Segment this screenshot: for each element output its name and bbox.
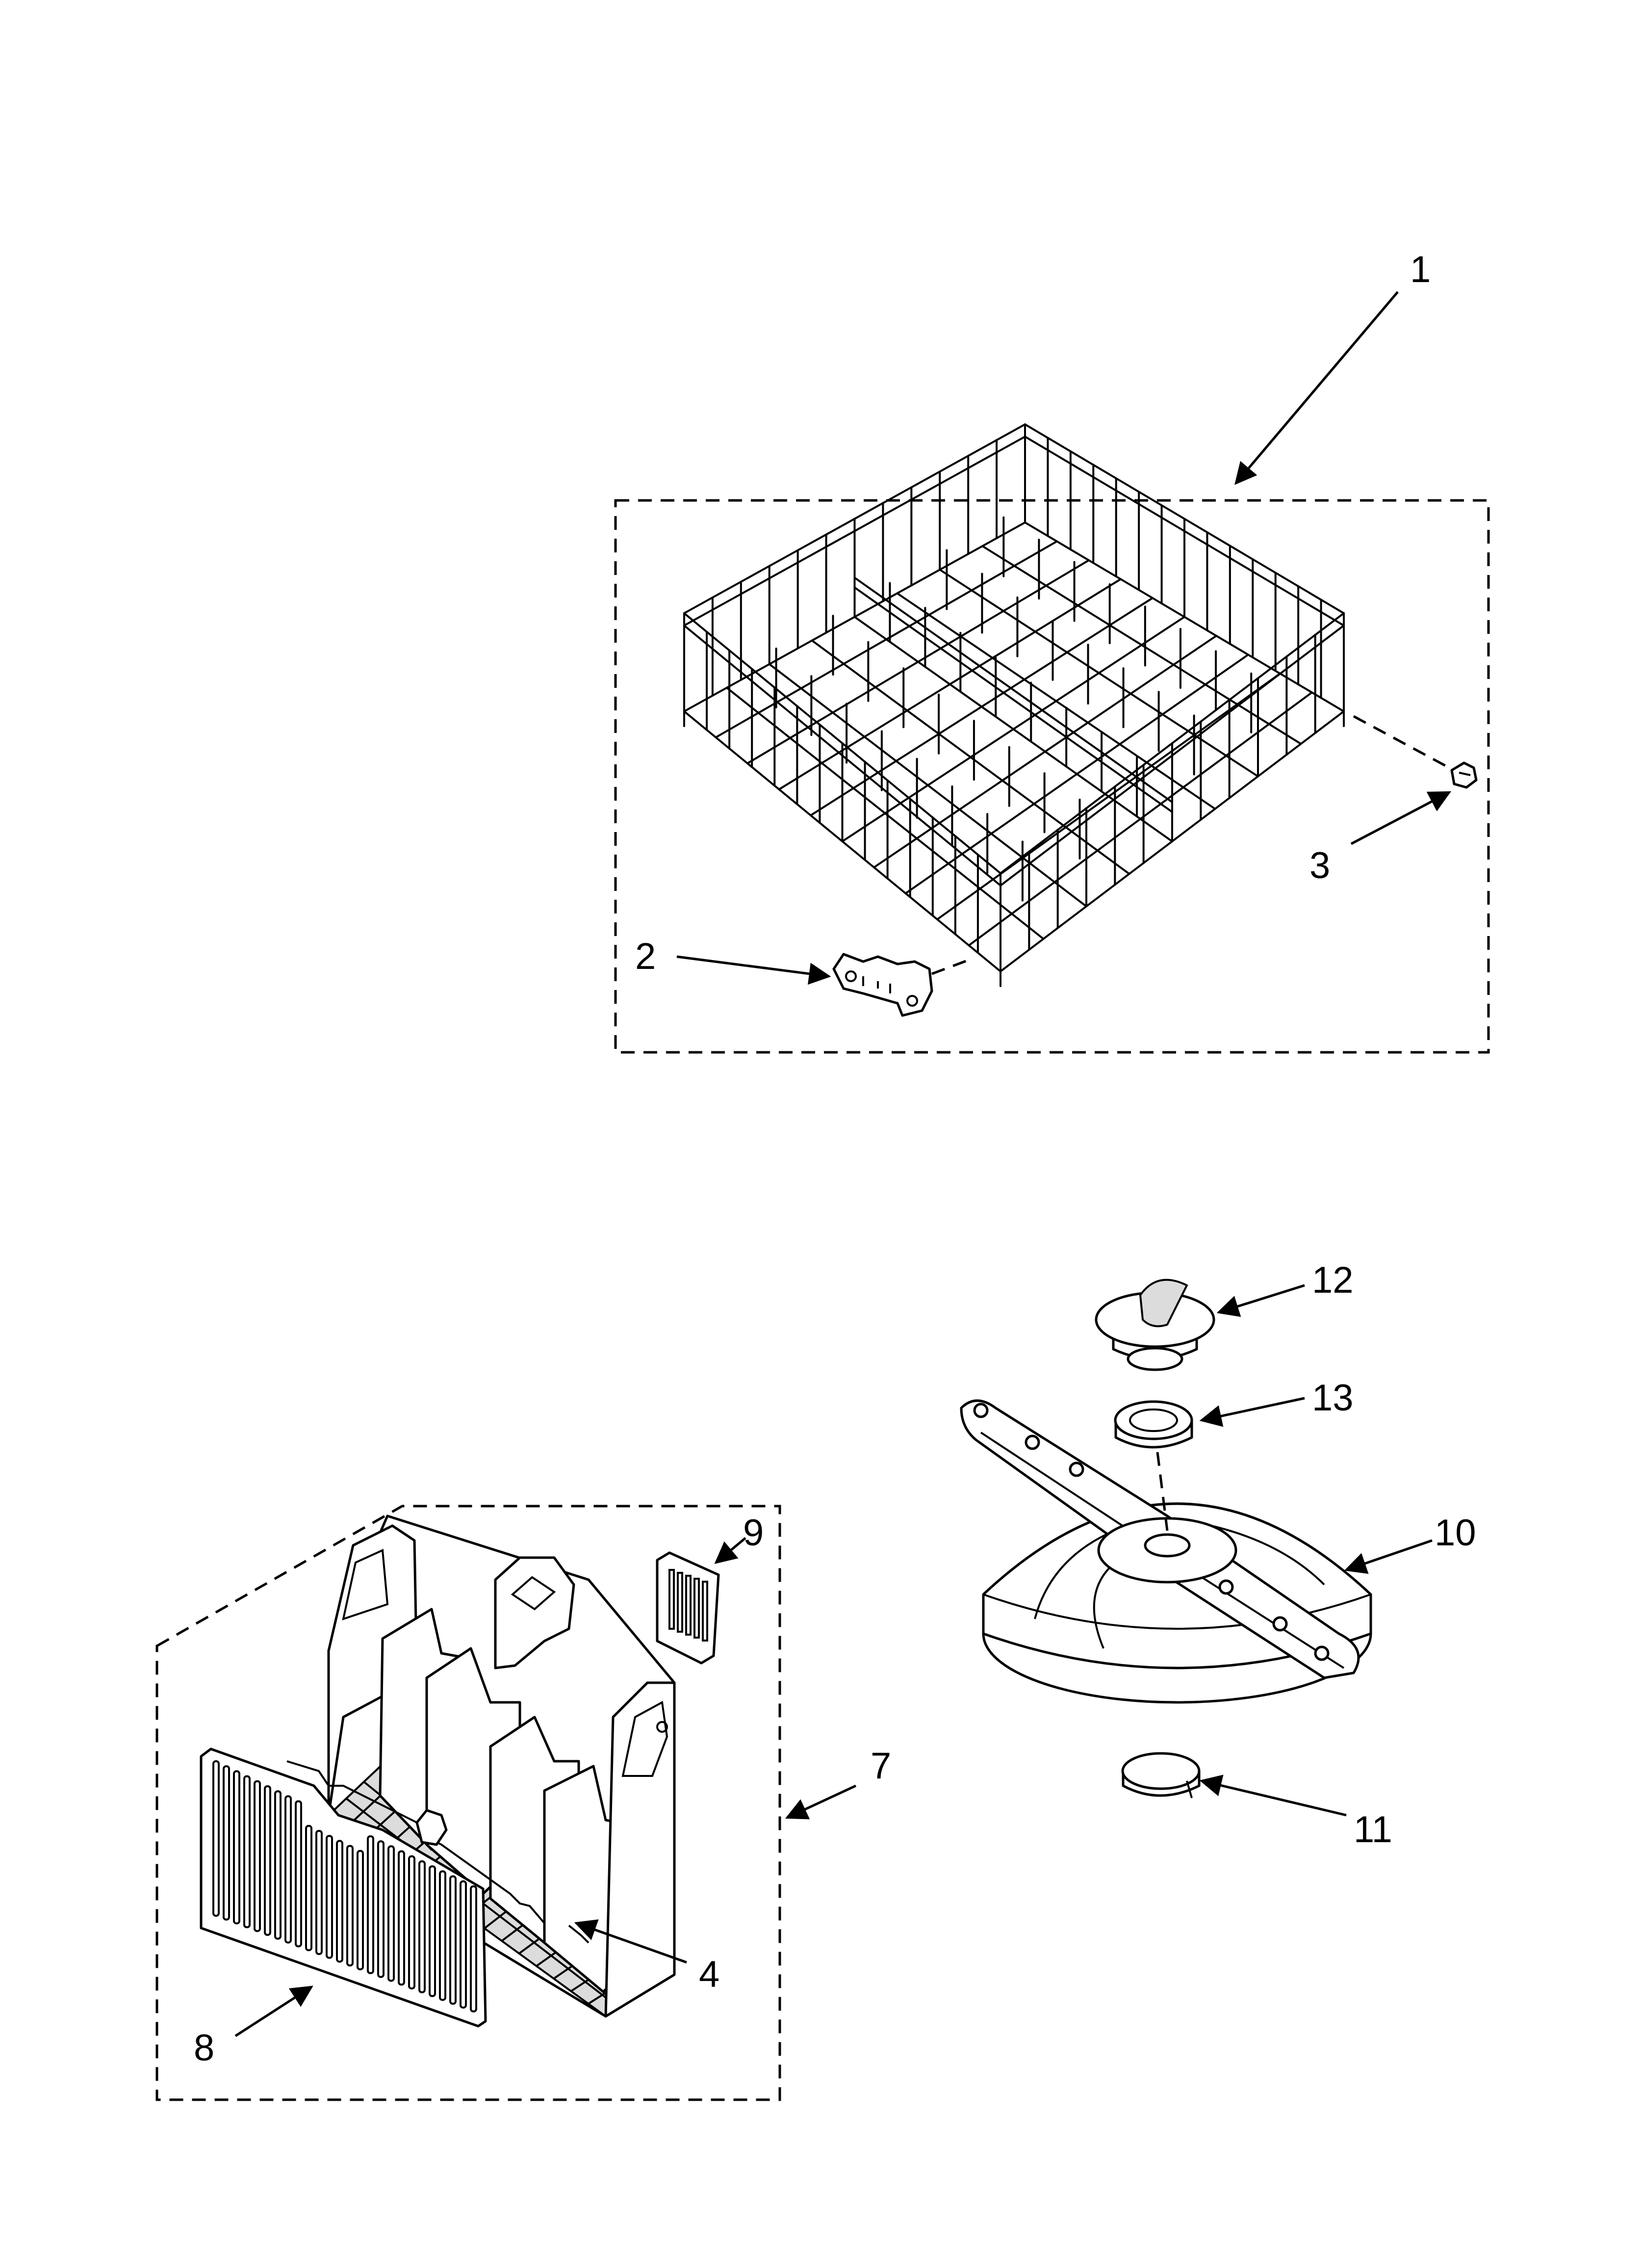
leader-2 bbox=[676, 955, 831, 985]
dish-rack bbox=[683, 423, 1345, 987]
cover-hinge-rod bbox=[286, 1760, 590, 1944]
spray-arm-nut bbox=[1095, 1278, 1215, 1371]
clip-attach-line bbox=[1353, 715, 1450, 769]
basket-insert bbox=[656, 1551, 720, 1665]
bottom-ring bbox=[1121, 1752, 1201, 1799]
callout-2: 2 bbox=[635, 936, 656, 977]
leader-12 bbox=[1216, 1284, 1305, 1317]
basket-lid bbox=[200, 1747, 487, 2028]
seal-ring bbox=[1114, 1400, 1193, 1449]
leader-3 bbox=[1350, 791, 1451, 845]
basket-assembly-boundary bbox=[155, 1505, 781, 2101]
callout-9: 9 bbox=[743, 1512, 764, 1554]
callout-3: 3 bbox=[1309, 845, 1330, 886]
callout-13: 13 bbox=[1312, 1377, 1354, 1419]
leader-7 bbox=[785, 1784, 857, 1820]
spray-arm bbox=[960, 1399, 1360, 1679]
callout-7: 7 bbox=[871, 1745, 891, 1787]
leader-9 bbox=[714, 1537, 746, 1564]
rack-assembly-boundary bbox=[614, 499, 1490, 1054]
center-axis-line bbox=[1156, 1452, 1169, 1531]
leader-11 bbox=[1199, 1774, 1347, 1817]
callout-12: 12 bbox=[1312, 1259, 1354, 1301]
callout-10: 10 bbox=[1435, 1512, 1476, 1554]
rack-stop-clip bbox=[1450, 761, 1478, 789]
leader-10 bbox=[1344, 1539, 1433, 1574]
callout-8: 8 bbox=[194, 2027, 214, 2069]
roller-attach-line bbox=[931, 958, 972, 975]
leader-8 bbox=[234, 1985, 313, 2037]
callout-11: 11 bbox=[1354, 1809, 1392, 1851]
leader-4 bbox=[574, 1919, 687, 1964]
leader-13 bbox=[1199, 1397, 1305, 1427]
callout-4: 4 bbox=[699, 1954, 719, 1995]
rack-roller bbox=[832, 953, 933, 1017]
leader-1 bbox=[1234, 291, 1399, 485]
callout-1: 1 bbox=[1410, 249, 1431, 290]
